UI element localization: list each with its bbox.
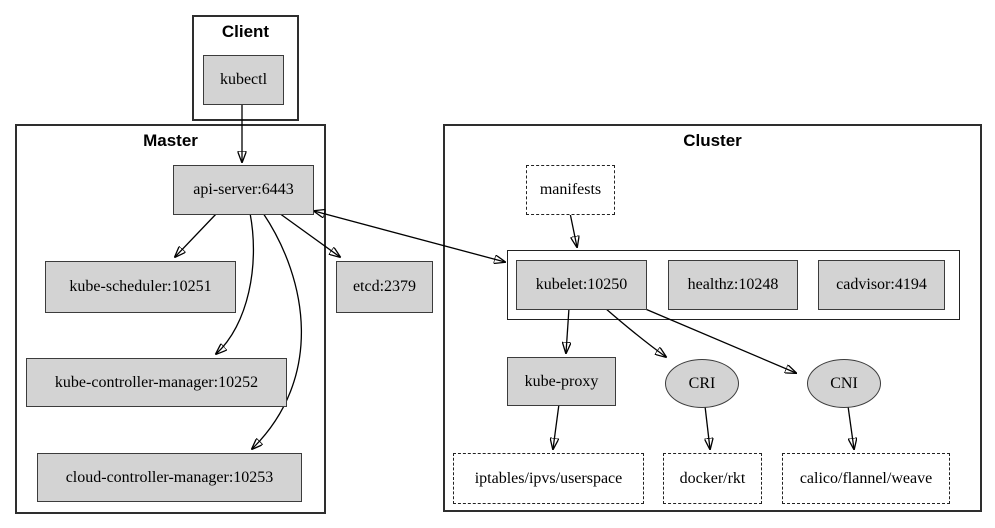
api-server-node: api-server:6443 bbox=[173, 165, 314, 215]
edge-kubelet-kubeproxy bbox=[566, 307, 569, 353]
manifests-node: manifests bbox=[526, 165, 615, 215]
cadvisor-node: cadvisor:4194 bbox=[818, 260, 945, 310]
calico-flannel-weave-node: calico/flannel/weave bbox=[782, 453, 950, 504]
healthz-node: healthz:10248 bbox=[668, 260, 798, 310]
cloud-controller-manager-node: cloud-controller-manager:10253 bbox=[37, 453, 302, 502]
edge-cni-calico bbox=[847, 405, 854, 449]
edge-apiserver-kubelet-bidirectional bbox=[314, 211, 505, 262]
cluster-group-label: Cluster bbox=[683, 131, 742, 150]
iptables-ipvs-userspace-node: iptables/ipvs/userspace bbox=[453, 453, 644, 504]
edge-apiserver-kubescheduler bbox=[175, 212, 218, 257]
master-group: Master bbox=[15, 124, 326, 514]
edge-apiserver-kubecontrollermanager bbox=[216, 212, 255, 354]
edge-cri-docker bbox=[705, 405, 710, 449]
edge-kubelet-cni bbox=[642, 307, 796, 373]
client-group: Client bbox=[192, 15, 299, 121]
edge-apiserver-cloudcontrollermanager bbox=[252, 212, 302, 449]
kubelet-node: kubelet:10250 bbox=[516, 260, 647, 310]
edge-apiserver-etcd bbox=[278, 212, 340, 257]
edge-manifests-kubelet bbox=[569, 212, 577, 247]
etcd-node: etcd:2379 bbox=[336, 261, 433, 313]
cri-node: CRI bbox=[665, 359, 739, 408]
kube-scheduler-node: kube-scheduler:10251 bbox=[45, 261, 236, 313]
kubectl-node: kubectl bbox=[203, 55, 284, 105]
master-group-label: Master bbox=[143, 131, 198, 150]
kube-proxy-node: kube-proxy bbox=[507, 357, 616, 406]
cluster-group: Cluster bbox=[443, 124, 982, 512]
docker-rkt-node: docker/rkt bbox=[663, 453, 762, 504]
cni-node: CNI bbox=[807, 359, 881, 408]
edge-kubelet-cri bbox=[604, 307, 666, 357]
edge-kubeproxy-iptables bbox=[553, 403, 560, 449]
client-group-label: Client bbox=[221, 22, 270, 41]
kube-controller-manager-node: kube-controller-manager:10252 bbox=[26, 358, 287, 407]
